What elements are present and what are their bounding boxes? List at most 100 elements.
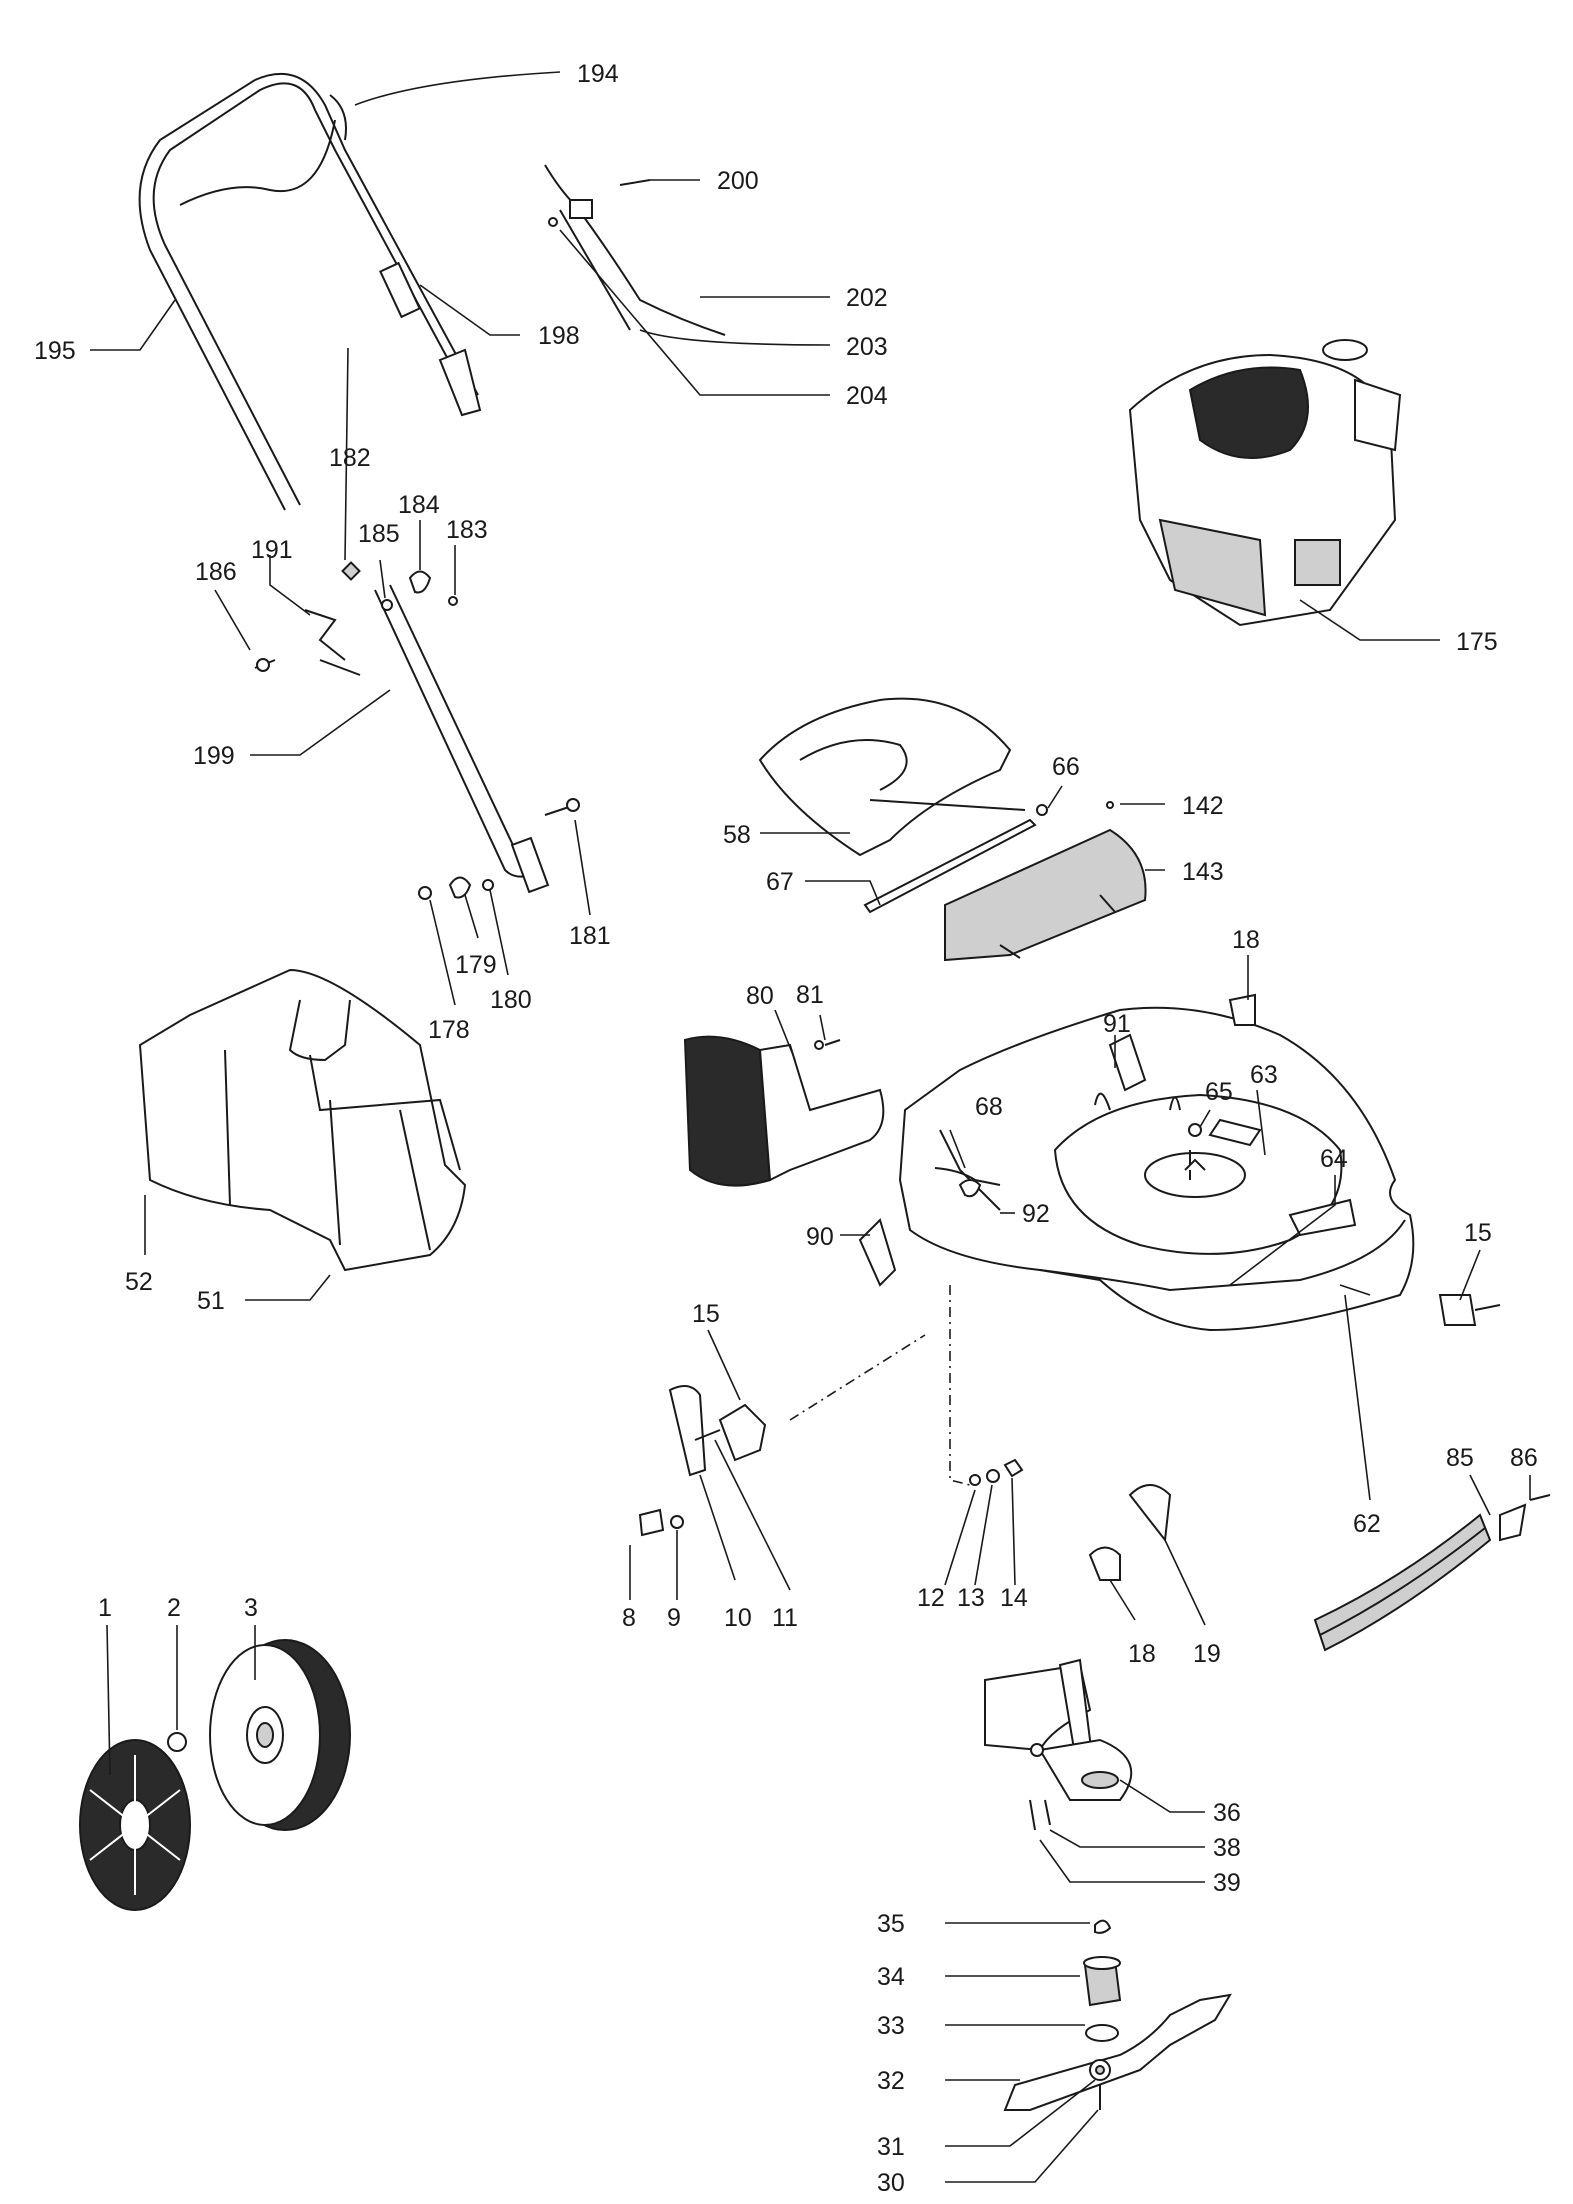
label-58: 58 — [723, 821, 751, 849]
leader-12 — [944, 1489, 976, 1586]
label-81: 81 — [796, 981, 824, 1009]
height-adjuster-left — [638, 1285, 1024, 1537]
label-199: 199 — [193, 742, 235, 770]
engine — [1128, 339, 1402, 627]
leader-199 — [250, 689, 391, 756]
label-63: 63 — [1250, 1061, 1278, 1089]
leader-66 — [1047, 785, 1063, 809]
label-36: 36 — [1213, 1799, 1241, 1827]
leader-85 — [1469, 1474, 1491, 1516]
label-184: 184 — [398, 491, 440, 519]
label-194: 194 — [577, 60, 619, 88]
leader-38 — [1049, 1829, 1205, 1848]
leader-186 — [214, 589, 251, 651]
leader-179 — [464, 894, 479, 939]
leader-18b — [1109, 1579, 1136, 1621]
label-90: 90 — [806, 1223, 834, 1251]
label-31: 31 — [877, 2133, 905, 2161]
label-13: 13 — [957, 1584, 985, 1612]
cable-assembly — [544, 164, 726, 336]
leader-30 — [945, 2109, 1099, 2183]
label-92: 92 — [1022, 1200, 1050, 1228]
label-80: 80 — [746, 982, 774, 1010]
label-200: 200 — [717, 167, 759, 195]
label-15b: 15 — [1464, 1219, 1492, 1247]
label-203: 203 — [846, 333, 888, 361]
leader-14 — [1011, 1477, 1016, 1586]
leader-15a — [707, 1329, 741, 1401]
leader-175 — [1299, 599, 1440, 641]
grass-bag — [138, 968, 467, 1272]
leader-185 — [379, 559, 386, 599]
leader-67 — [805, 880, 881, 906]
label-143: 143 — [1182, 858, 1224, 886]
leader-62b — [1344, 1294, 1371, 1501]
rear-cover-assembly — [758, 697, 1147, 962]
leader-194 — [354, 71, 561, 106]
leader-10 — [699, 1474, 736, 1581]
mower-deck — [858, 1006, 1415, 1332]
label-186: 186 — [195, 558, 237, 586]
label-65: 65 — [1205, 1078, 1233, 1106]
wheel-assembly — [79, 1639, 351, 1911]
leader-68 — [949, 1129, 966, 1169]
label-181: 181 — [569, 922, 611, 950]
leader-1 — [106, 1624, 111, 1776]
label-183: 183 — [446, 516, 488, 544]
label-85: 85 — [1446, 1444, 1474, 1472]
leader-81 — [819, 1014, 826, 1041]
label-33: 33 — [877, 2012, 905, 2040]
label-14: 14 — [1000, 1584, 1028, 1612]
label-62: 62 — [1353, 1510, 1381, 1538]
leader-191 — [269, 555, 311, 616]
leader-15b — [1459, 1249, 1481, 1301]
label-15a: 15 — [692, 1300, 720, 1328]
label-19: 19 — [1193, 1640, 1221, 1668]
label-64: 64 — [1320, 1145, 1348, 1173]
label-191: 191 — [251, 536, 293, 564]
leader-39 — [1039, 1839, 1205, 1883]
label-38: 38 — [1213, 1834, 1241, 1862]
leader-65 — [1199, 1109, 1211, 1128]
leader-36 — [1119, 1779, 1205, 1813]
label-68: 68 — [975, 1093, 1003, 1121]
leader-178 — [429, 899, 456, 1006]
label-66: 66 — [1052, 753, 1080, 781]
leader-180 — [489, 889, 509, 976]
label-32: 32 — [877, 2067, 905, 2095]
leader-31 — [945, 2079, 1096, 2147]
label-198: 198 — [538, 322, 580, 350]
label-180: 180 — [490, 986, 532, 1014]
leader-13 — [974, 1484, 993, 1586]
height-adjuster-right — [1088, 993, 1551, 1652]
label-2: 2 — [167, 1594, 181, 1622]
label-39: 39 — [1213, 1869, 1241, 1897]
leader-64 — [1229, 1175, 1336, 1286]
label-202: 202 — [846, 284, 888, 312]
leader-182 — [344, 347, 349, 561]
leader-204 — [559, 229, 830, 396]
label-52: 52 — [125, 1268, 153, 1296]
upper-handle — [138, 72, 482, 511]
leader-195 — [90, 299, 176, 351]
discharge-chute — [683, 1035, 1001, 1198]
label-12: 12 — [917, 1584, 945, 1612]
label-185: 185 — [358, 520, 400, 548]
label-1: 1 — [98, 1594, 112, 1622]
label-86: 86 — [1510, 1444, 1538, 1472]
label-30: 30 — [877, 2169, 905, 2197]
leader-19 — [1164, 1539, 1206, 1626]
leader-203 — [639, 329, 831, 346]
label-204: 204 — [846, 382, 888, 410]
blade-assembly — [1003, 1919, 1232, 2111]
label-195: 195 — [34, 337, 76, 365]
label-142: 142 — [1182, 792, 1224, 820]
leader-51 — [245, 1274, 331, 1301]
leader-11 — [714, 1439, 791, 1591]
leader-181 — [574, 819, 591, 916]
leader-198 — [419, 284, 520, 336]
label-10: 10 — [724, 1604, 752, 1632]
leader-62 — [1339, 1284, 1371, 1296]
lower-handle-assembly — [254, 561, 580, 900]
